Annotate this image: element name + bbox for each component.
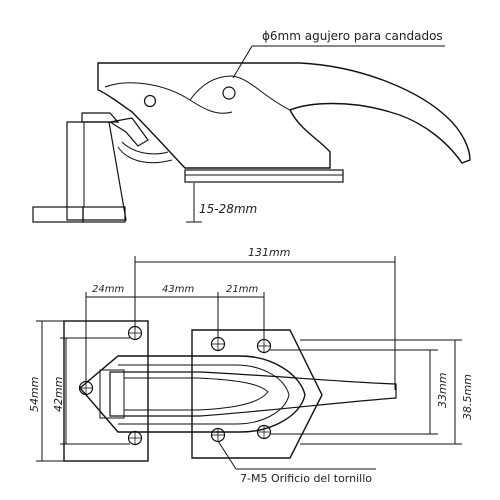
dim-33-label: 33mm — [436, 373, 449, 408]
height-range-label: 15-28mm — [199, 202, 257, 216]
handle-grip-inner — [123, 377, 269, 411]
handle-body-outer — [79, 355, 306, 433]
spring-curve — [117, 146, 173, 164]
handle-grip — [109, 371, 397, 417]
dim-54-label: 54mm — [28, 377, 41, 412]
screw-hole — [210, 427, 226, 443]
dim-21-label: 21mm — [226, 284, 258, 295]
handle-body-inner — [118, 364, 290, 425]
spring-curve-2 — [121, 141, 169, 155]
padlock-hole — [222, 86, 236, 100]
dimension-lines — [36, 256, 462, 470]
dim-43-label: 43mm — [162, 284, 194, 295]
bracket-body — [66, 121, 127, 221]
left-mounting-plate — [63, 320, 149, 462]
hook-arm — [108, 117, 149, 147]
latch-tongue — [99, 369, 125, 419]
hole-note-label: ϕ6mm agujero para candados — [262, 29, 443, 43]
side-view — [32, 45, 471, 223]
screw-note-label: 7-M5 Orificio del tornillo — [240, 472, 372, 485]
lever-inner-curve-2 — [189, 75, 291, 111]
lever-inner-curve — [104, 82, 233, 114]
screw-hole — [210, 336, 226, 352]
bracket-cap — [81, 112, 120, 123]
pivot-hole — [143, 94, 157, 108]
right-mounting-plate — [191, 329, 323, 459]
screw-hole — [256, 424, 272, 440]
screw-hole — [78, 380, 94, 396]
screw-hole — [256, 338, 272, 354]
lever-handle — [97, 62, 471, 169]
base-plate — [184, 169, 344, 183]
overall-length-label: 131mm — [248, 246, 290, 259]
dim-38-5-label: 38.5mm — [461, 374, 474, 420]
dim-42-label: 42mm — [52, 377, 65, 412]
hole-leader — [232, 45, 253, 79]
top-view — [36, 256, 462, 470]
dim-24-label: 24mm — [92, 284, 124, 295]
screw-hole — [127, 430, 143, 446]
